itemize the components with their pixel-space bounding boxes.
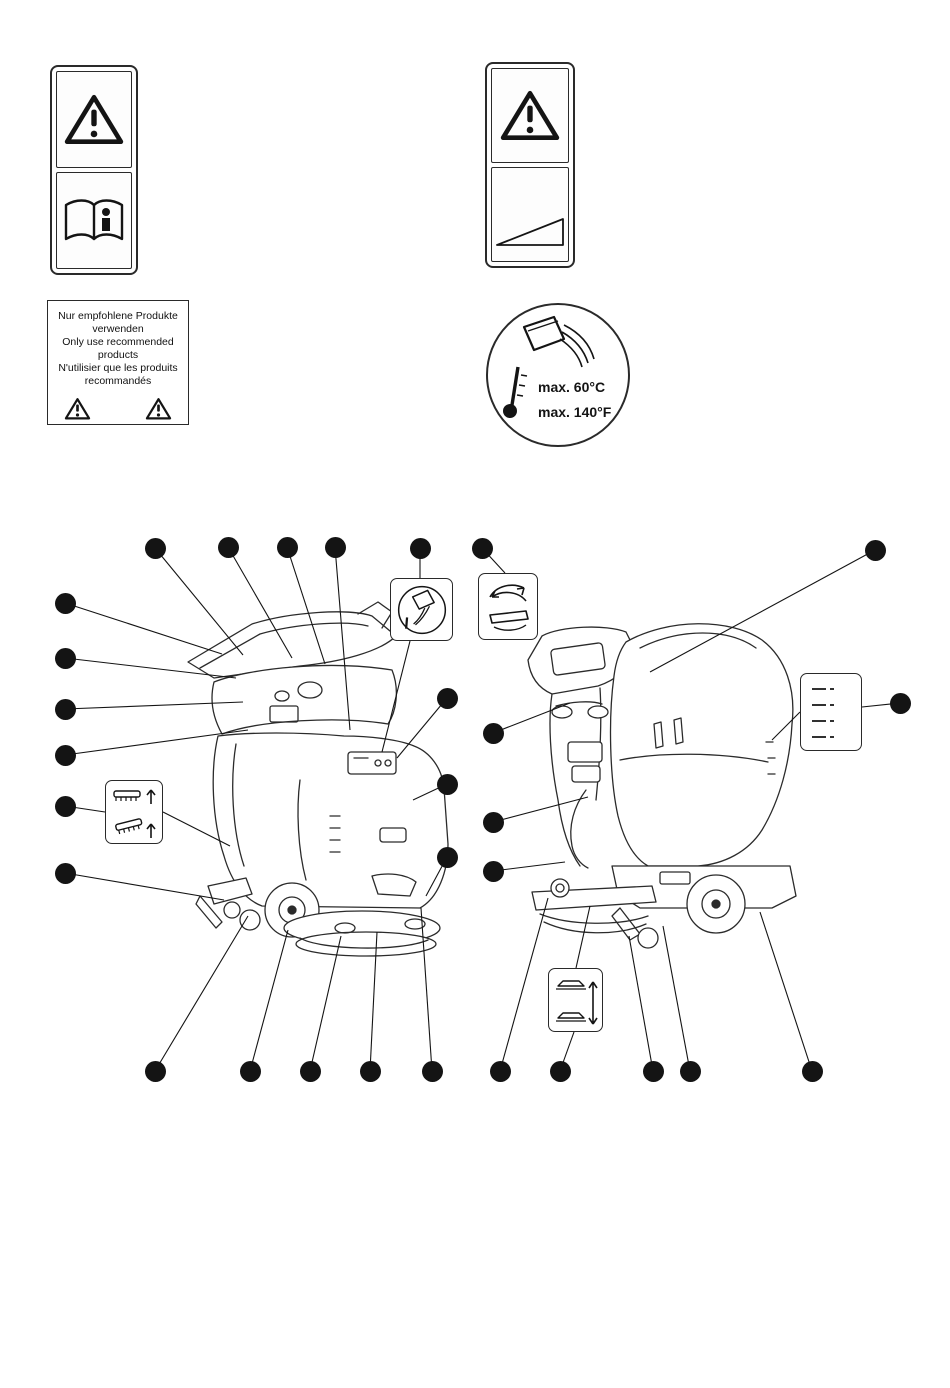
label-line: N'utilisier que les produits — [58, 362, 178, 374]
warning-triangle-icon — [64, 398, 91, 420]
warning-triangle-icon — [64, 94, 124, 144]
callout-dot — [299, 1060, 321, 1082]
max-temperature-label: max. 60°C max. 140°F — [486, 303, 630, 447]
callout-dot — [144, 1060, 166, 1082]
squeegee-direction-icon — [489, 584, 529, 631]
slope-icon — [496, 217, 564, 246]
attention-read-manual-label — [50, 65, 138, 275]
callout-dot — [889, 692, 911, 714]
bucket-pour-icon — [503, 315, 595, 418]
warning-cell — [491, 68, 569, 163]
label-line: products — [97, 349, 139, 361]
callout-dot — [359, 1060, 381, 1082]
squeegee-direction-inset — [478, 573, 538, 640]
callout-dot — [679, 1060, 701, 1082]
slope-cell — [491, 167, 569, 262]
max-temp-celsius: max. 60°C — [538, 379, 606, 395]
callout-dot — [489, 1060, 511, 1082]
recommended-products-label: Nur empfohlene Produkte verwenden Only u… — [47, 300, 189, 425]
label-line: Nur empfohlene Produkte — [58, 310, 178, 322]
callout-dot — [482, 811, 504, 833]
callout-dot — [324, 536, 346, 558]
label-line: Only use recommended — [62, 336, 174, 348]
brush-position-icon — [113, 789, 156, 838]
callout-dot — [54, 698, 76, 720]
max-temp-fahrenheit: max. 140°F — [538, 404, 612, 420]
callout-dot — [482, 722, 504, 744]
callout-connector-lines — [64, 546, 901, 1072]
warning-triangle-icon — [145, 398, 172, 420]
label-line: verwenden — [92, 323, 144, 335]
callout-dot — [54, 647, 76, 669]
fill-bucket-inset — [390, 578, 453, 641]
callout-dot — [276, 536, 298, 558]
machine-rear-view — [527, 623, 797, 949]
callout-dot — [54, 592, 76, 614]
callout-dot — [54, 862, 76, 884]
warning-triangle-icon — [500, 90, 560, 140]
thermometer-icon — [503, 366, 528, 418]
callout-dot — [409, 537, 431, 559]
callout-dot — [642, 1060, 664, 1082]
read-manual-icon — [64, 198, 124, 240]
label-line: recommandés — [84, 375, 152, 387]
callout-dot — [482, 860, 504, 882]
callout-dot — [217, 536, 239, 558]
fill-bucket-icon — [397, 585, 446, 634]
brush-position-inset — [105, 780, 163, 844]
callout-dot — [239, 1060, 261, 1082]
callout-dot — [54, 795, 76, 817]
read-manual-cell — [56, 172, 132, 269]
machine-front-left-view — [187, 601, 449, 957]
callout-dot — [144, 537, 166, 559]
callout-dot — [549, 1060, 571, 1082]
callout-dot — [864, 539, 886, 561]
callout-dot — [436, 846, 458, 868]
squeegee-height-icon — [556, 980, 598, 1025]
callout-dot — [436, 687, 458, 709]
callout-dot — [421, 1060, 443, 1082]
attention-slope-label — [485, 62, 575, 268]
callout-dot — [436, 773, 458, 795]
callout-dot — [54, 744, 76, 766]
spec-plate-inset — [800, 673, 862, 751]
max-temperature-text: max. 60°C max. 140°F — [538, 375, 611, 425]
warning-triangles-row — [48, 388, 188, 421]
warning-cell — [56, 71, 132, 168]
callout-dot — [801, 1060, 823, 1082]
squeegee-height-inset — [548, 968, 603, 1032]
callout-dot — [471, 537, 493, 559]
spec-plate-icon — [812, 688, 834, 738]
